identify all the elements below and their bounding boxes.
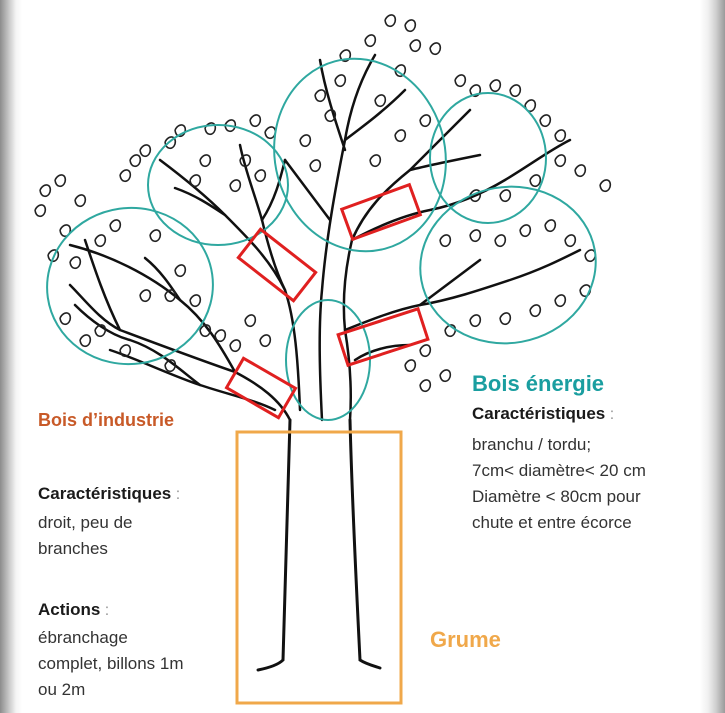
crown-zone-top-right xyxy=(430,93,546,223)
leaf-curl xyxy=(150,230,160,241)
industry-actions-heading: Actions : xyxy=(38,600,109,620)
leaf-curl xyxy=(140,145,150,156)
branches xyxy=(70,55,580,420)
leaf-curl xyxy=(555,155,565,166)
leaf-curl xyxy=(430,43,440,54)
energy-characteristics-label: Caractéristiques xyxy=(472,404,605,423)
leaf-curl xyxy=(420,115,430,126)
leaf-curl xyxy=(520,225,530,236)
leaf-curl xyxy=(370,155,380,166)
leaf-curl xyxy=(80,335,90,346)
leaf-curl xyxy=(405,360,415,371)
industry-characteristics-line: branches xyxy=(38,536,133,562)
leaf-curl xyxy=(500,313,510,324)
industry-characteristics-heading: Caractéristiques : xyxy=(38,484,180,504)
leaf-curl xyxy=(110,220,120,231)
leaf-curl xyxy=(315,90,325,101)
energy-characteristics-list: branchu / tordu; 7cm< diamètre< 20 cm Di… xyxy=(472,432,646,536)
leaf-curl xyxy=(470,230,480,241)
leaf-curl xyxy=(75,195,85,206)
leaf-curl xyxy=(410,40,420,51)
crown-zone-center xyxy=(286,300,370,420)
leaf-curl xyxy=(385,15,395,26)
leaf-curl xyxy=(440,235,450,246)
leaf-curl xyxy=(230,180,240,191)
leaf-curl xyxy=(470,315,480,326)
leaf-curl xyxy=(575,165,585,176)
industry-characteristics-line: droit, peu de xyxy=(38,510,133,536)
energy-characteristics-line: chute et entre écorce xyxy=(472,510,646,536)
leaf-curl xyxy=(200,155,210,166)
energy-characteristics-line: Diamètre < 80cm pour xyxy=(472,484,646,510)
industry-title: Bois d’industrie xyxy=(38,410,174,431)
leaf-curl xyxy=(365,35,375,46)
industry-characteristics-label: Caractéristiques xyxy=(38,484,171,503)
leaf-curl xyxy=(455,75,465,86)
crown-zone-upper-left xyxy=(148,125,288,245)
crown-zones xyxy=(37,39,608,420)
leaf-curl xyxy=(375,95,385,106)
leaf-curl xyxy=(600,180,610,191)
industry-actions-label: Actions xyxy=(38,600,100,619)
leaf-curl xyxy=(230,340,240,351)
grume-box xyxy=(237,432,401,703)
industry-actions-line: complet, billons 1m xyxy=(38,651,184,677)
leaf-curl xyxy=(500,190,510,201)
leaf-curl xyxy=(55,175,65,186)
leaf-curl xyxy=(335,75,345,86)
leaf-curl xyxy=(265,127,275,138)
leaf-curl xyxy=(440,370,450,381)
leaf-curl xyxy=(130,155,140,166)
leaf-curl xyxy=(35,205,45,216)
cut-mark-right xyxy=(338,309,428,365)
leaf-curl xyxy=(395,130,405,141)
energy-characteristics-line: branchu / tordu; xyxy=(472,432,646,458)
leaf-curl xyxy=(555,130,565,141)
leaf-curl xyxy=(495,235,505,246)
industry-actions-line: ébranchage xyxy=(38,625,184,651)
leaf-curl xyxy=(565,235,575,246)
leaf-curl xyxy=(490,80,500,91)
industry-characteristics-colon: : xyxy=(176,486,180,503)
leaf-curl xyxy=(530,175,540,186)
leaf-curl xyxy=(175,265,185,276)
leaf-curl xyxy=(555,295,565,306)
industry-actions-list: ébranchage complet, billons 1m ou 2m xyxy=(38,625,184,703)
grume-title: Grume xyxy=(430,627,501,653)
leaf-curl xyxy=(190,295,200,306)
leaf-curl xyxy=(255,170,265,181)
leaf-curl xyxy=(420,345,430,356)
leaf-curl xyxy=(245,315,255,326)
leaf-curl xyxy=(70,257,80,268)
energy-characteristics-line: 7cm< diamètre< 20 cm xyxy=(472,458,646,484)
cut-mark-upper-right xyxy=(342,185,421,240)
leaf-curl xyxy=(585,250,595,261)
leaf-curl xyxy=(190,175,200,186)
leaf-curl xyxy=(310,160,320,171)
energy-characteristics-heading: Caractéristiques : xyxy=(472,404,614,424)
leaf-curl xyxy=(215,330,225,341)
leaf-curl xyxy=(420,380,430,391)
trunk xyxy=(258,420,380,670)
leaf-curl xyxy=(260,335,270,346)
leaf-curl xyxy=(60,313,70,324)
industry-characteristics-list: droit, peu de branches xyxy=(38,510,133,562)
energy-title: Bois énergie xyxy=(472,371,604,397)
leaf-curl xyxy=(250,115,260,126)
leaf-curl xyxy=(405,20,415,31)
energy-characteristics-colon: : xyxy=(610,406,614,423)
industry-actions-colon: : xyxy=(105,602,109,619)
leaf-curl xyxy=(40,185,50,196)
leaf-curl xyxy=(95,235,105,246)
leaf-curl xyxy=(300,135,310,146)
industry-actions-line: ou 2m xyxy=(38,677,184,703)
leaf-curl xyxy=(530,305,540,316)
leaf-curl xyxy=(540,115,550,126)
leaf-curl xyxy=(510,85,520,96)
leaf-curl xyxy=(140,290,150,301)
leaf-curl xyxy=(545,220,555,231)
leaf-curl xyxy=(120,170,130,181)
